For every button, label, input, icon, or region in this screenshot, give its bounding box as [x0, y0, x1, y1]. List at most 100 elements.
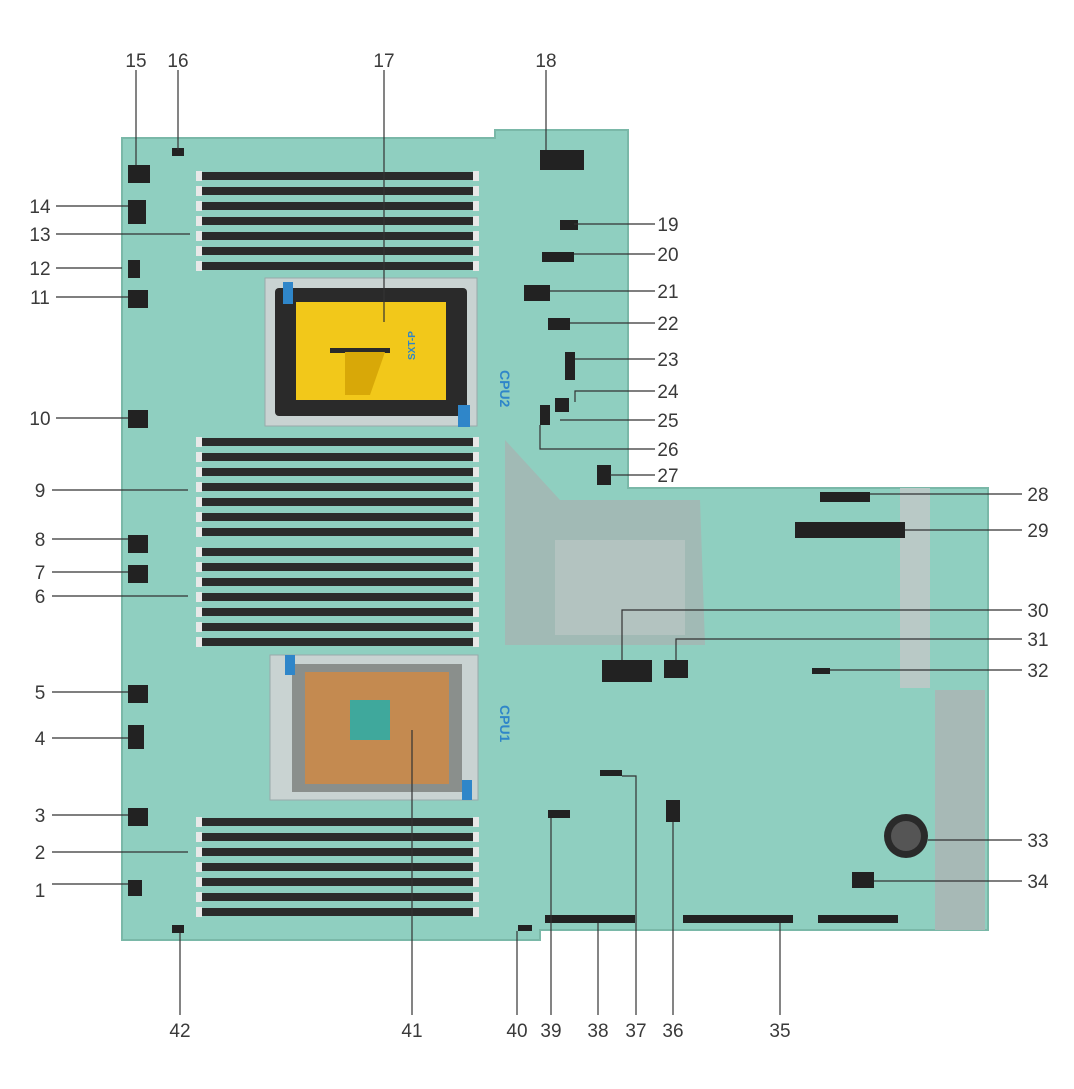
callout-number: 10 — [29, 409, 50, 430]
callout-number: 7 — [35, 563, 46, 584]
board-connector — [565, 352, 575, 380]
board-connector — [172, 148, 184, 156]
board-connector — [852, 872, 874, 888]
callout-number: 13 — [29, 225, 50, 246]
dimm-slot — [200, 217, 475, 225]
dimm-slot — [200, 908, 475, 916]
callout-number: 1 — [35, 881, 46, 902]
dimm-slot — [200, 172, 475, 180]
callout-number: 27 — [657, 466, 678, 487]
riser-bracket — [555, 540, 685, 635]
cpu1-socket — [269, 654, 479, 801]
callout-number: 3 — [35, 806, 46, 827]
dimm-slot — [200, 247, 475, 255]
board-connector — [128, 725, 144, 749]
board-connector — [128, 535, 148, 553]
callout-number: 22 — [657, 314, 678, 335]
callout-number: 5 — [35, 683, 46, 704]
callout-number: 32 — [1027, 661, 1048, 682]
board-connector — [524, 285, 550, 301]
dimm-slot — [200, 548, 475, 556]
dimm-slot — [200, 818, 475, 826]
board-connector — [128, 565, 148, 583]
callout-leader-line — [539, 425, 655, 450]
board-connector — [597, 465, 611, 485]
dimm-slots — [196, 171, 479, 917]
dimm-slot — [200, 262, 475, 270]
board-connector — [795, 522, 905, 538]
dimm-slot — [200, 833, 475, 841]
callout-number: 24 — [657, 382, 679, 403]
board-connector — [545, 915, 635, 923]
callout-number: 30 — [1027, 601, 1048, 622]
board-connector — [128, 260, 140, 278]
board-connector — [518, 925, 532, 931]
callout-number: 9 — [35, 481, 46, 502]
board-connector — [128, 410, 148, 428]
callout-number: 8 — [35, 530, 46, 551]
callout-number: 19 — [657, 215, 678, 236]
board-connector — [666, 800, 680, 822]
board-connector — [540, 405, 550, 425]
callout-number: 25 — [657, 411, 678, 432]
dimm-slot — [200, 893, 475, 901]
board-connector — [683, 915, 793, 923]
cpu2-silkscreen: CPU2 — [497, 370, 513, 408]
callout-number: 15 — [125, 51, 146, 72]
board-connector — [560, 220, 578, 230]
board-connector — [542, 252, 574, 262]
dimm-slot — [200, 593, 475, 601]
callout-number: 37 — [625, 1021, 646, 1042]
board-connector — [818, 915, 898, 923]
board-connector — [128, 685, 148, 703]
callout-number: 6 — [35, 587, 46, 608]
dimm-slot — [200, 483, 475, 491]
cpu1-silkscreen: CPU1 — [497, 705, 513, 743]
callout-number: 31 — [1027, 630, 1048, 651]
callout-leader-line — [622, 775, 637, 1015]
connectors — [128, 148, 905, 933]
dimm-slot — [200, 453, 475, 461]
dimm-slot — [200, 513, 475, 521]
dimm-slot — [200, 498, 475, 506]
rear-io-panel — [935, 690, 985, 930]
callout-number: 2 — [35, 843, 46, 864]
dimm-slot — [200, 438, 475, 446]
board-connector — [548, 810, 570, 818]
callout-number: 41 — [401, 1021, 422, 1042]
board-connector — [548, 318, 570, 330]
board-connector — [540, 150, 584, 170]
dimm-slot — [200, 608, 475, 616]
dimm-slot — [200, 848, 475, 856]
board-connector — [128, 808, 148, 826]
callout-number: 34 — [1027, 872, 1049, 893]
callout-leader-line — [574, 390, 655, 402]
callout-leader-line — [675, 638, 1022, 660]
dimm-slot — [200, 232, 475, 240]
dimm-slot — [200, 528, 475, 536]
callout-number: 42 — [169, 1021, 190, 1042]
callout-number: 29 — [1027, 521, 1048, 542]
board-connector — [602, 660, 652, 682]
callout-number: 20 — [657, 245, 678, 266]
callout-number: 38 — [587, 1021, 608, 1042]
svg-text:SXT-P: SXT-P — [407, 331, 418, 360]
dimm-slot — [200, 187, 475, 195]
dimm-slot — [200, 468, 475, 476]
callout-number: 11 — [30, 288, 50, 309]
rear-edge-shadow — [900, 488, 930, 688]
dimm-slot — [200, 563, 475, 571]
dimm-slot — [200, 623, 475, 631]
callout-number: 23 — [657, 350, 678, 371]
callout-number: 26 — [657, 440, 678, 461]
callout-number: 40 — [506, 1021, 527, 1042]
board-connector — [555, 398, 569, 412]
board-connector — [820, 492, 870, 502]
callout-number: 28 — [1027, 485, 1048, 506]
callout-number: 35 — [769, 1021, 790, 1042]
board-connector — [128, 165, 150, 183]
callout-number: 18 — [535, 51, 556, 72]
callout-number: 33 — [1027, 831, 1048, 852]
